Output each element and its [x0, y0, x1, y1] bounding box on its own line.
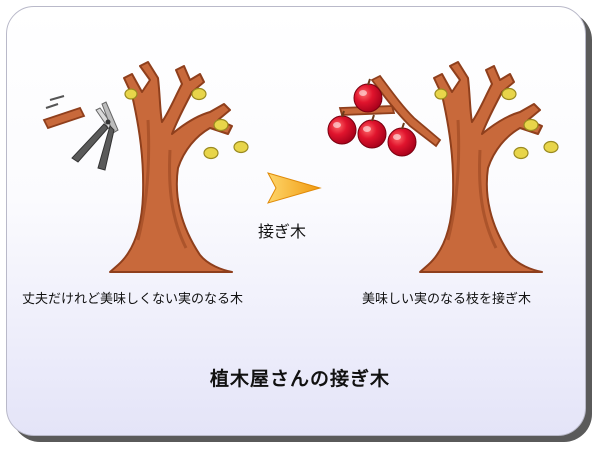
- apple-icon: [327, 110, 357, 145]
- grafted-tree: [418, 60, 560, 274]
- arrow-right-icon: [267, 172, 322, 204]
- rootstock-tree: [108, 60, 250, 274]
- pruning-shears-icon: [71, 101, 119, 171]
- rootstock-caption: 丈夫だけれど美味しくない実のなる木: [22, 292, 244, 307]
- page-title: 植木屋さんの接ぎ木: [209, 368, 390, 390]
- arrow-label: 接ぎ木: [258, 222, 307, 241]
- graft-caption: 美味しい実のなる枝を接ぎ木: [362, 292, 532, 307]
- cut-branch-icon: [42, 95, 86, 130]
- apple-icon: [357, 114, 387, 149]
